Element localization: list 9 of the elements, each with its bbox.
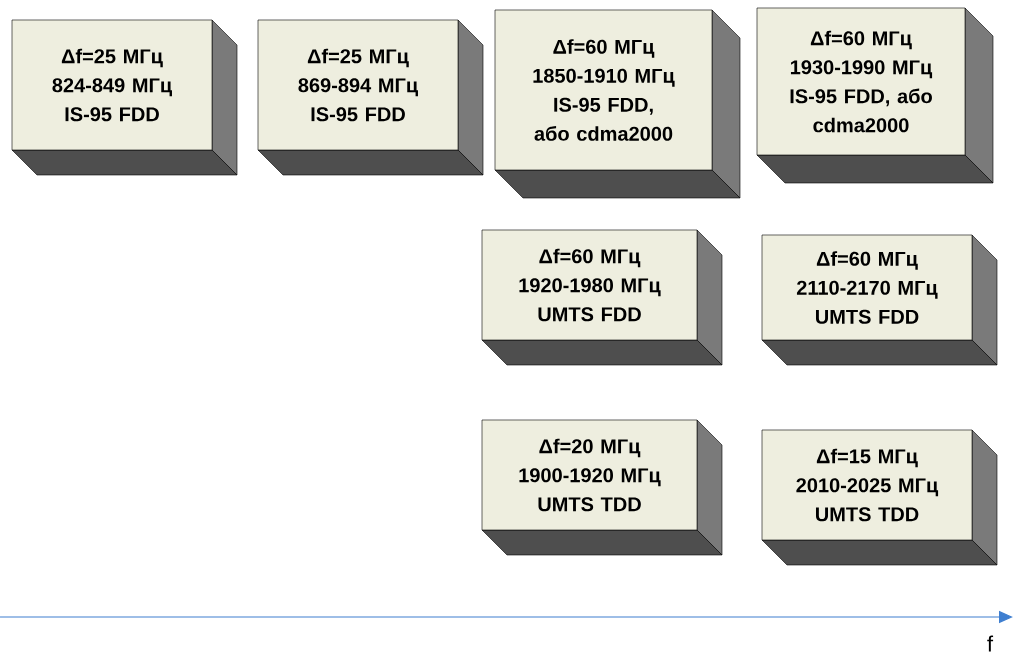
block-drawing: Δf=25 МГц 869-894 МГц IS-95 FDD (257, 19, 484, 176)
block-drawing: Δf=60 МГц 1850-1910 МГц IS-95 FDD, або cdma2000 (494, 9, 741, 199)
block-drawing: Δf=60 МГц 2110-2170 МГц UMTS FDD (761, 234, 998, 366)
block-drawing: Δf=20 МГц 1900-1920 МГц UMTS TDD (481, 419, 723, 556)
block-drawing: Δf=60 МГц 1920-1980 МГц UMTS FDD (481, 229, 723, 366)
axis-label: f (987, 635, 994, 652)
block-drawing: Δf=60 МГц 1930-1990 МГц IS-95 FDD, або cdma2000 (756, 7, 994, 184)
block-drawing: Δf=15 МГц 2010-2025 МГц UMTS TDD (761, 429, 998, 566)
block-drawing: Δf=25 МГц 824-849 МГц IS-95 FDD (11, 19, 238, 176)
